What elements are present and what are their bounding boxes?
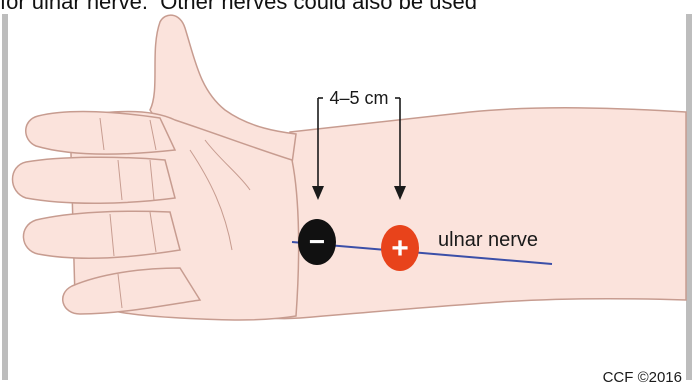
negative-electrode: − bbox=[298, 219, 336, 265]
distance-label: 4–5 cm bbox=[329, 88, 388, 108]
positive-electrode: + bbox=[381, 225, 419, 271]
ring-finger-shape bbox=[23, 211, 180, 258]
nerve-label: ulnar nerve bbox=[438, 229, 538, 251]
copyright-label: CCF ©2016 bbox=[603, 369, 682, 383]
negative-electrode-symbol: − bbox=[309, 226, 325, 257]
forearm-shape bbox=[235, 108, 686, 319]
positive-electrode-symbol: + bbox=[391, 232, 409, 265]
hand-arm-illustration bbox=[13, 15, 687, 320]
